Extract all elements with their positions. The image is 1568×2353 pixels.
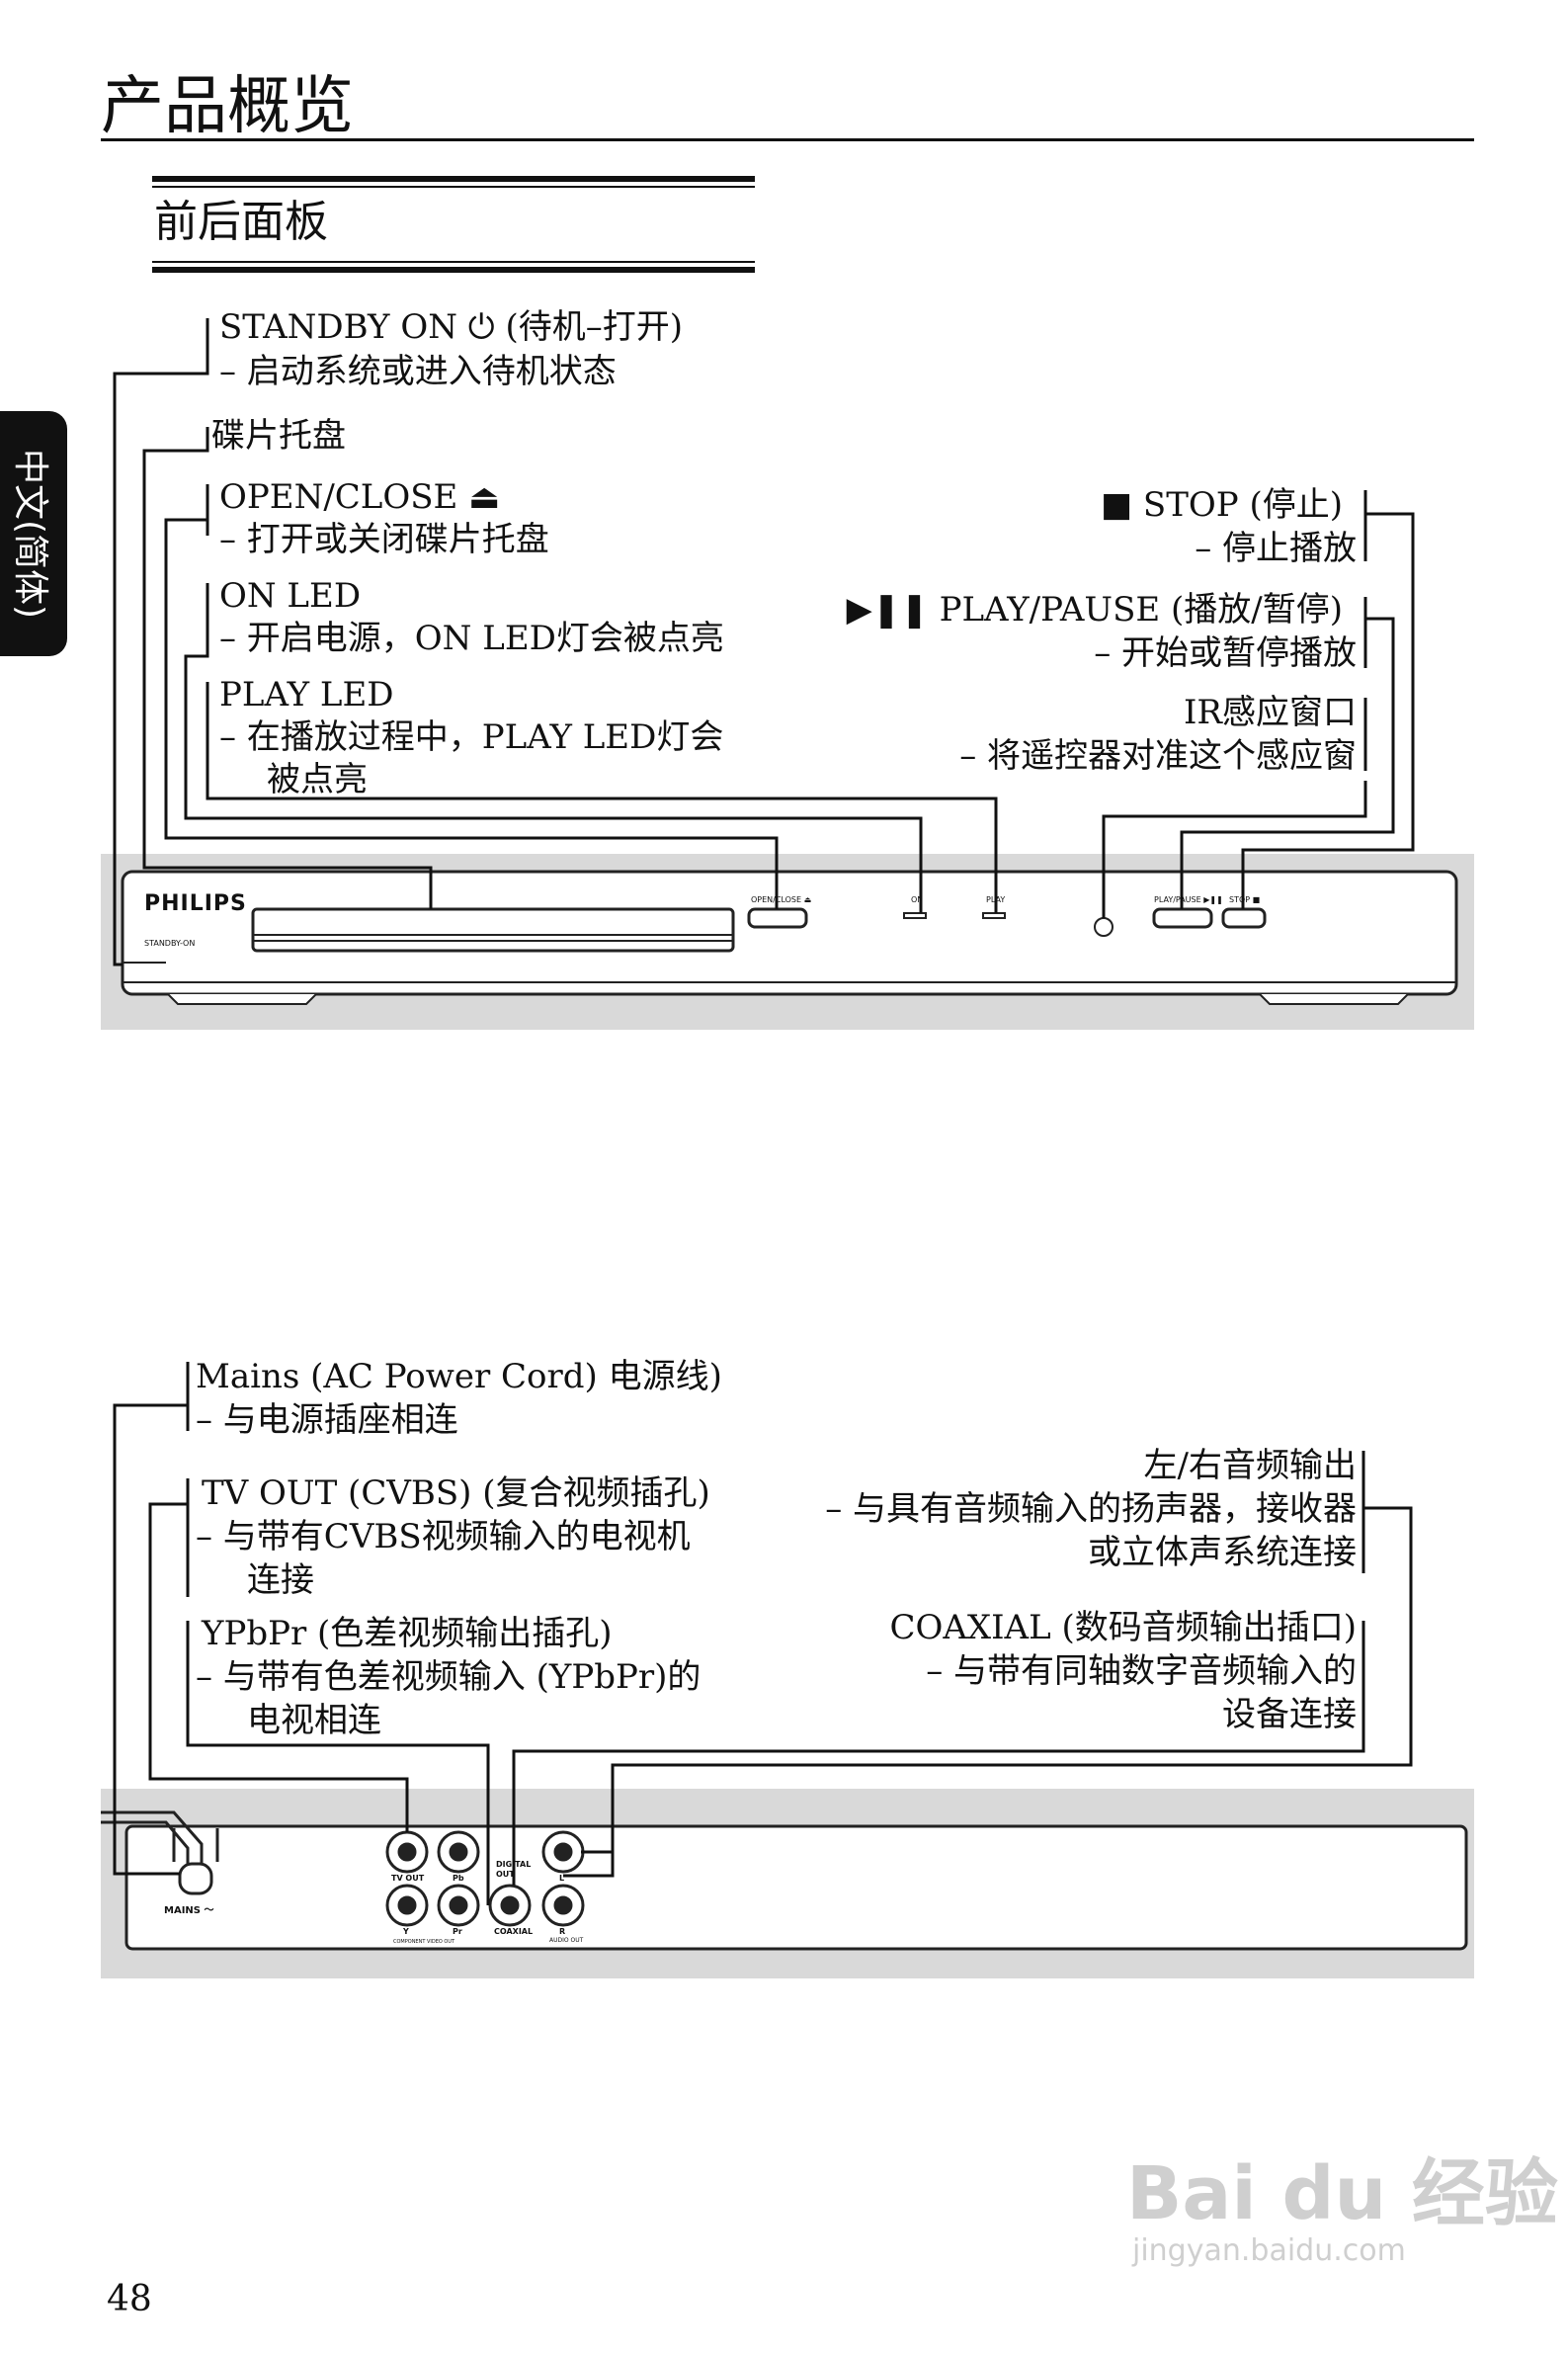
section-rule-top: [152, 176, 755, 182]
open-close-button: [747, 907, 808, 929]
callout-tvout-desc: – 与带有CVBS视频输入的电视机: [196, 1517, 691, 1556]
brand-logo: PHILIPS: [144, 891, 247, 916]
watermark-logo: Bai du 经验: [1126, 2151, 1558, 2236]
stop-label: STOP ■: [1229, 895, 1261, 904]
callout-ypbpr-desc2: 电视相连: [247, 1701, 381, 1740]
audio-out-label: AUDIO OUT: [549, 1937, 584, 1944]
play-pause-label: PLAY/PAUSE ▶❚❚: [1154, 895, 1223, 904]
mains-cord: [101, 1810, 219, 1895]
digital-out-label: OUT: [496, 1870, 515, 1879]
coaxial-label: COAXIAL: [494, 1927, 534, 1936]
play-label: PLAY: [986, 895, 1006, 904]
ir-sensor: [1094, 917, 1114, 937]
callout-standby-title: STANDBY ON ⏻ (待机–打开): [219, 307, 683, 347]
callout-coaxial-title: COAXIAL (数码音频输出插口): [889, 1608, 1357, 1647]
mains-label: MAINS ～: [164, 1905, 214, 1916]
component-label: COMPONENT VIDEO OUT: [393, 1939, 455, 1945]
digital-label: DIGITAL: [496, 1860, 532, 1869]
callout-tray-title: 碟片托盘: [211, 416, 346, 456]
callout-ir-title: IR感应窗口: [1183, 693, 1357, 732]
stop-button: [1221, 907, 1267, 929]
callout-ir-desc: – 将遥控器对准这个感应窗: [959, 736, 1357, 776]
page-number: 48: [107, 2279, 152, 2319]
section-title: 前后面板: [154, 197, 328, 247]
language-tab: 中文(简体): [0, 411, 67, 656]
callout-playpause-desc: – 开始或暂停播放: [1094, 633, 1357, 673]
callout-playled-desc2: 被点亮: [267, 760, 368, 799]
callout-stop-title: ■ STOP (停止): [1101, 485, 1343, 525]
section-rule-top2: [152, 186, 755, 188]
callout-onled-title: ON LED: [219, 576, 362, 616]
tvout-label: TV OUT: [391, 1874, 425, 1883]
callout-mains-title: Mains (AC Power Cord) 电源线): [196, 1357, 722, 1396]
callout-audio-desc2: 或立体声系统连接: [1088, 1533, 1357, 1572]
on-led: [903, 912, 927, 919]
callout-coaxial-desc2: 设备连接: [1222, 1695, 1357, 1734]
front-left-leader-lines: [113, 318, 998, 966]
page-title: 产品概览: [101, 70, 354, 143]
front-device-body: [121, 870, 1458, 996]
section-rule-bottom2: [152, 267, 755, 273]
callout-mains-desc: – 与电源插座相连: [196, 1400, 458, 1440]
callout-tvout-title: TV OUT (CVBS) (复合视频插孔): [202, 1473, 710, 1513]
front-foot-left: [167, 993, 317, 1005]
pr-label: Pr: [453, 1927, 462, 1936]
callout-playled-title: PLAY LED: [219, 675, 394, 714]
rca-jacks: [385, 1830, 585, 1927]
callout-ypbpr-desc: – 与带有色差视频输入 (YPbPr)的: [196, 1657, 701, 1697]
callout-onled-desc: – 开启电源，ON LED灯会被点亮: [219, 619, 724, 658]
play-led: [982, 912, 1006, 919]
rear-left-leader-lines: [113, 1362, 490, 1905]
front-right-leader-lines: [1102, 490, 1415, 918]
play-pause-button: [1152, 907, 1213, 929]
callout-openclose-desc: – 打开或关闭碟片托盘: [219, 520, 549, 559]
watermark-url: jingyan.baidu.com: [1132, 2233, 1406, 2268]
pb-label: Pb: [453, 1874, 464, 1883]
callout-ypbpr-title: YPbPr (色差视频输出插孔): [202, 1614, 613, 1653]
callout-openclose-title: OPEN/CLOSE ⏏: [219, 477, 501, 517]
rear-device-body: [124, 1824, 1468, 1951]
rear-right-leader-lines: [512, 1451, 1413, 1886]
section-rule-bottom: [152, 261, 755, 263]
baidu-watermark: Bai du 经验 jingyan.baidu.com: [1126, 2154, 1558, 2269]
open-close-label: OPEN/CLOSE ⏏: [751, 895, 812, 904]
disc-tray: [251, 907, 735, 953]
callout-audio-desc: – 与具有音频输入的扬声器，接收器: [825, 1489, 1357, 1529]
callout-stop-desc: – 停止播放: [1195, 529, 1357, 568]
callout-audio-title: 左/右音频输出: [1143, 1446, 1357, 1485]
callout-coaxial-desc: – 与带有同轴数字音频输入的: [926, 1651, 1357, 1691]
y-label: Y: [403, 1927, 409, 1936]
callout-playpause-title: ▶❚❚ PLAY/PAUSE (播放/暂停): [846, 590, 1343, 630]
callout-standby-desc: – 启动系统或进入待机状态: [219, 352, 617, 391]
callout-playled-desc: – 在播放过程中，PLAY LED灯会: [219, 717, 724, 757]
standby-label: STANDBY-ON: [144, 939, 196, 948]
on-label: ON: [911, 895, 924, 904]
front-foot-right: [1259, 993, 1409, 1005]
r-label: R: [559, 1927, 566, 1936]
title-rule: [101, 138, 1474, 141]
l-label: L: [559, 1874, 565, 1883]
callout-tvout-desc2: 连接: [247, 1560, 314, 1600]
